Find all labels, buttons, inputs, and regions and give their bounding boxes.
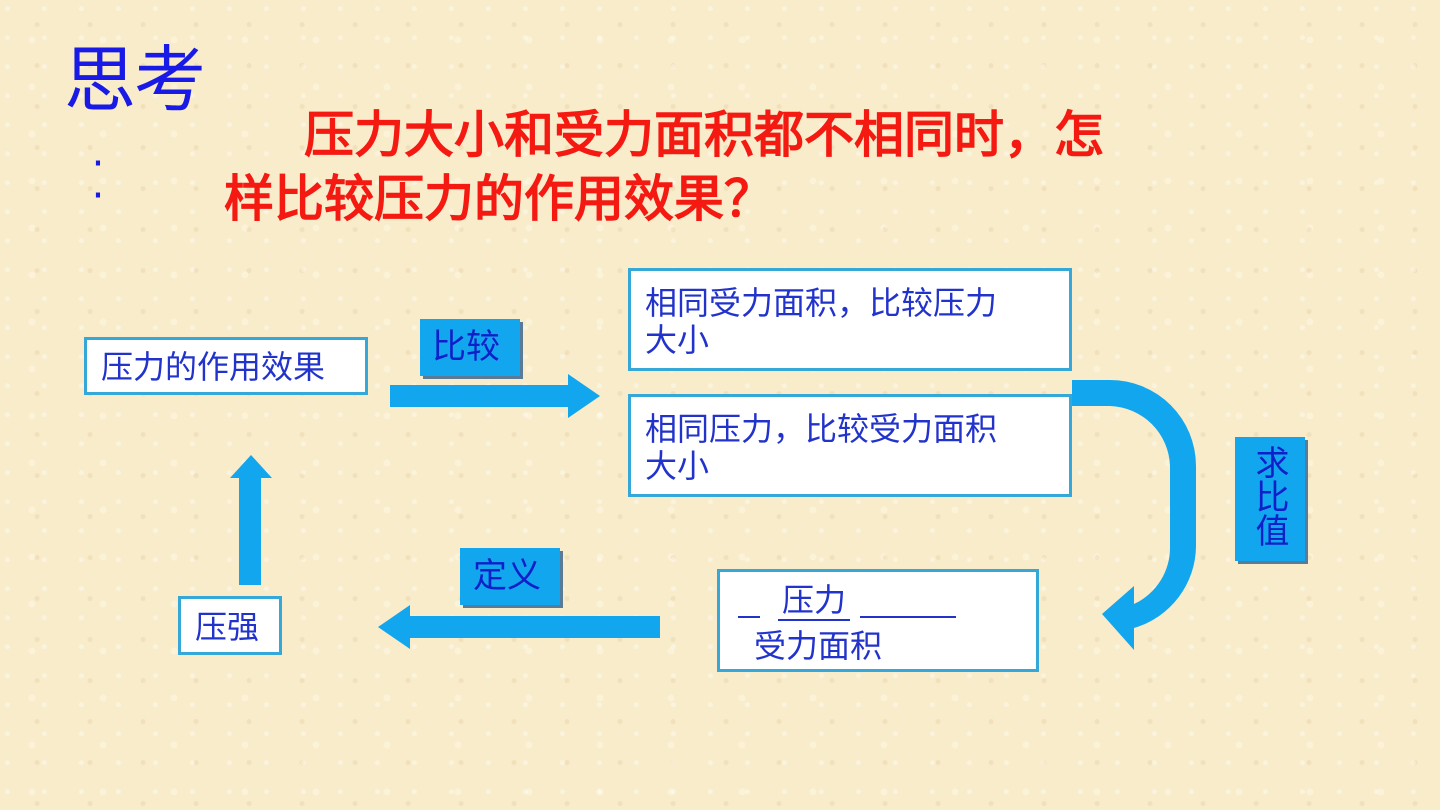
fraction-blank-right [860,616,956,618]
method-same-force-box: 相同压力，比较受力面积 大小 [628,394,1072,497]
question-line-2: 样比较压力的作用效果？ [224,170,774,228]
colon-dot-bottom: · [91,173,105,219]
colon-dot-top: · [91,141,105,187]
method-same-area-line-2: 大小 [645,320,710,359]
arrow-right-compare [390,374,600,418]
method-same-area-line-1: 相同受力面积，比较压力 [645,284,998,322]
fraction-box: 压力 受力面积 [717,569,1039,672]
method-same-force-line-1: 相同压力，比较受力面积 [645,410,998,448]
define-label: 定义 [460,548,560,605]
fraction-denominator: 受力面积 [754,627,883,665]
compare-label: 比较 [420,319,520,376]
arrow-curve-ratio [1072,380,1196,650]
think-colon: · · [88,141,108,219]
effect-box-text: 压力的作用效果 [101,348,326,386]
pressure-box-text: 压强 [195,608,260,646]
fraction-numerator: 压力 [778,582,851,621]
ratio-label-text: 求比值 [1249,445,1289,547]
question-line-1: 压力大小和受力面积都不相同时，怎 [304,106,1104,164]
arrow-up [230,455,272,585]
think-heading: 思考 [64,38,206,122]
method-same-force-line-2: 大小 [645,446,710,485]
ratio-label: 求比值 [1235,437,1305,561]
arrow-left-define [378,605,660,649]
fraction-blank-left [738,616,760,618]
pressure-box: 压强 [178,596,282,655]
effect-box: 压力的作用效果 [84,337,368,395]
method-same-area-box: 相同受力面积，比较压力 大小 [628,268,1072,371]
